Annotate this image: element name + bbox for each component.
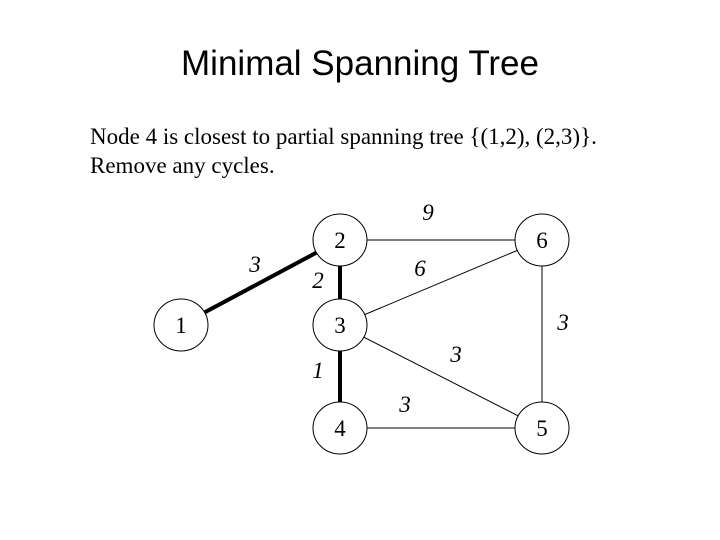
edge-3-6 (339, 239, 543, 326)
edge-weight-2-3: 2 (312, 268, 324, 293)
node-1-label: 1 (175, 313, 187, 338)
text-line-2: Remove any cycles. (90, 153, 275, 178)
edge-3-5 (339, 324, 543, 429)
node-3-label: 3 (334, 313, 346, 338)
node-6-label: 6 (536, 228, 548, 253)
edge-weight-6-5: 3 (556, 310, 569, 335)
node-5-circle (514, 401, 570, 455)
edge-weight-4-5: 3 (398, 392, 411, 417)
slide-text: Node 4 is closest to partial spanning tr… (90, 122, 597, 180)
node-4-label: 4 (334, 416, 346, 441)
node-2-label: 2 (334, 228, 346, 253)
edge-weight-3-5: 3 (449, 342, 462, 367)
node-6-circle (514, 213, 570, 267)
edge-weight-3-4: 1 (312, 358, 324, 383)
node-4-circle (312, 401, 368, 455)
edge-1-2 (180, 238, 341, 327)
edge-weight-2-6: 9 (422, 200, 434, 225)
node-5-label: 5 (536, 416, 548, 441)
slide-title: Minimal Spanning Tree (181, 44, 539, 83)
text-line-1: Node 4 is closest to partial spanning tr… (90, 124, 597, 149)
node-1-circle (153, 298, 209, 352)
edge-weight-1-2: 3 (248, 252, 261, 277)
node-3-circle (312, 298, 368, 352)
node-2-circle (312, 213, 368, 267)
edge-weight-3-6: 6 (414, 256, 426, 281)
